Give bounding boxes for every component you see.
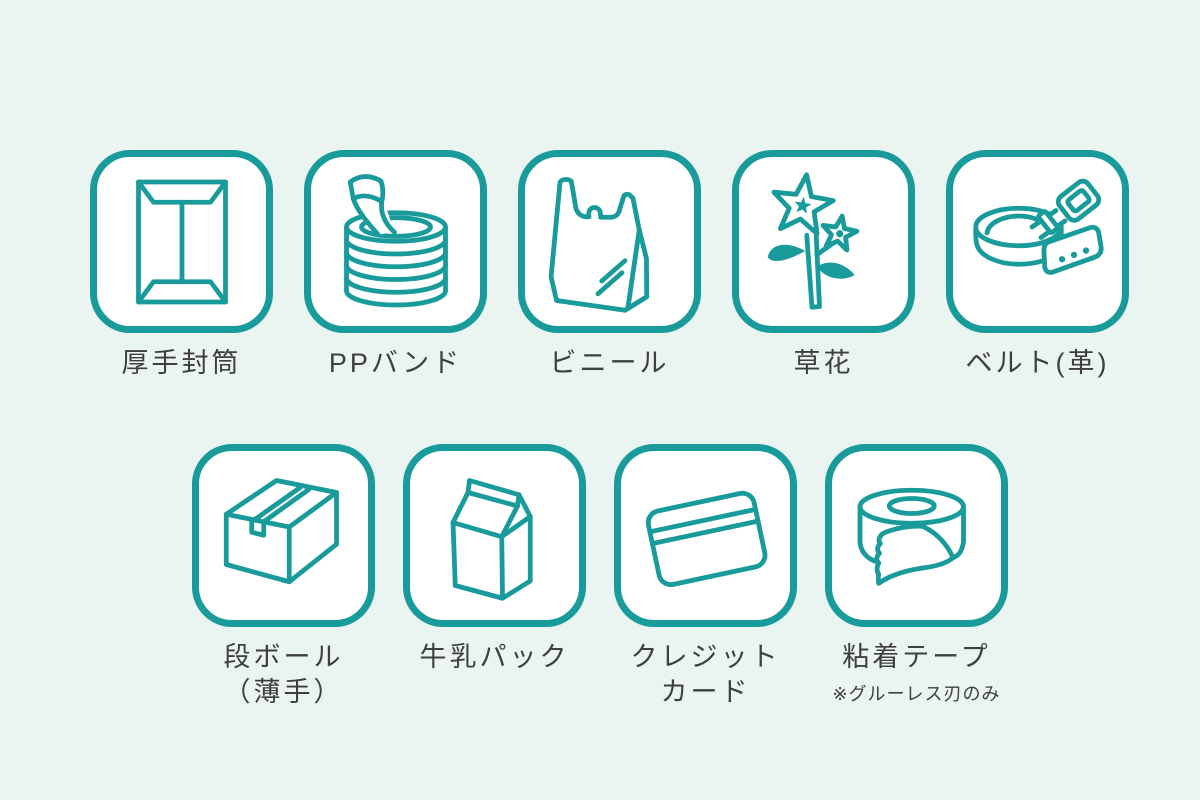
tile-flowers	[732, 150, 915, 333]
tile-plastic-bag	[518, 150, 701, 333]
material-pp-band: PPバンド	[304, 150, 487, 381]
material-milk-carton: 牛乳パック	[403, 444, 586, 675]
envelope-icon	[135, 179, 228, 304]
cardboard-box-icon	[223, 477, 339, 584]
tile-milk-carton	[403, 444, 586, 627]
material-label: 段ボール （薄手）	[224, 640, 344, 710]
material-cardboard: 段ボール （薄手）	[192, 444, 375, 710]
material-note: ※グルーレス刃のみ	[832, 684, 1001, 705]
tile-credit-card	[614, 444, 797, 627]
material-flowers: 草花	[732, 150, 915, 381]
materials-row-2: 段ボール （薄手） 牛乳パック	[0, 444, 1200, 710]
material-leather-belt: ベルト(革)	[946, 150, 1129, 381]
tile-thick-envelope	[90, 150, 273, 333]
plastic-bag-icon	[548, 176, 649, 313]
adhesive-tape-icon	[857, 487, 966, 586]
tile-leather-belt	[946, 150, 1129, 333]
materials-row-1: 厚手封筒	[0, 150, 1200, 381]
material-label: 厚手封筒	[121, 348, 242, 378]
material-label: 牛乳パック	[419, 642, 570, 672]
material-adhesive-tape: 粘着テープ ※グルーレス刃のみ	[825, 444, 1008, 706]
material-label-line1: クレジット	[630, 642, 781, 672]
material-label: 粘着テープ	[842, 642, 991, 672]
material-thick-envelope: 厚手封筒	[90, 150, 273, 381]
material-label: クレジットカード	[631, 640, 781, 710]
credit-card-icon	[645, 490, 767, 587]
material-label-line2: カード	[660, 677, 751, 708]
material-label: 草花	[793, 348, 854, 378]
material-label: PPバンド	[328, 348, 463, 378]
material-credit-card: クレジットカード	[614, 444, 797, 710]
belt-icon	[972, 178, 1104, 275]
material-label-line2: （薄手）	[223, 677, 344, 708]
material-label-line1: 段ボール	[223, 642, 344, 672]
tile-pp-band	[304, 150, 487, 333]
material-label: ベルト(革)	[965, 348, 1110, 378]
tile-cardboard	[192, 444, 375, 627]
tile-adhesive-tape	[825, 444, 1008, 627]
pp-band-icon	[343, 173, 448, 307]
material-label: ビニール	[549, 348, 670, 378]
flower-icon	[767, 171, 859, 310]
milk-carton-icon	[450, 477, 533, 601]
material-plastic-bag: ビニール	[518, 150, 701, 381]
